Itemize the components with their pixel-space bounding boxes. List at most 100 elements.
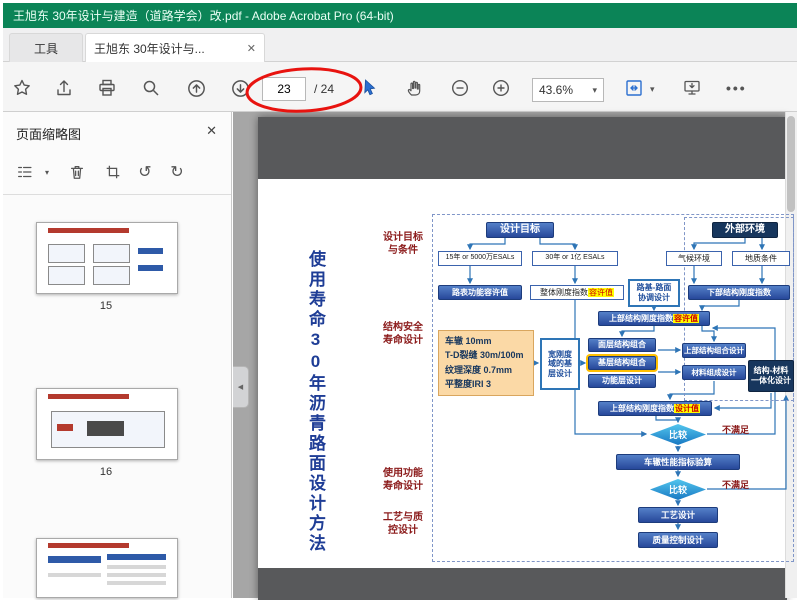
extract-pages-icon[interactable] [101, 160, 125, 184]
flow-diamond-compare-1: 比较 [650, 424, 706, 445]
flow-box-wide-stiffness-base: 宽刚度 域的基 层设计 [540, 338, 580, 390]
chevron-down-icon: ▾ [592, 84, 597, 95]
flow-box-process-design: 工艺设计 [638, 507, 718, 523]
thumbnail-preview [137, 265, 163, 271]
thumbnail-preview [48, 393, 130, 399]
page-thumbnail-16[interactable] [36, 388, 178, 460]
thumbnail-preview [48, 244, 86, 263]
rotate-right-icon[interactable]: ↻ [170, 164, 184, 181]
flow-box-surface-function: 路表功能容许值 [438, 285, 522, 300]
flow-box-design-goal: 设计目标 [486, 222, 554, 238]
thumbnail-page-number: 16 [99, 466, 113, 478]
highlight-design-value: 设计值 [674, 403, 700, 414]
share-icon[interactable] [50, 74, 78, 102]
page-thumbnail-17[interactable] [36, 538, 178, 598]
next-page-icon[interactable] [226, 74, 254, 102]
thumbnail-preview [107, 564, 166, 569]
flow-box-performance-specs: 车辙 10mm T-D裂缝 30m/100m 纹理深度 0.7mm 平整度IRI… [438, 330, 534, 396]
thumbnails-toolbar: ▾ ↺ ↻ [3, 150, 231, 195]
thumbnail-preview [107, 554, 166, 560]
panel-title: 页面缩略图 [16, 127, 82, 142]
zoom-level-select[interactable]: 43.6% ▾ [532, 78, 604, 102]
panel-collapse-handle[interactable]: ◀ [233, 366, 249, 408]
thumbnail-preview [56, 424, 74, 431]
presentation-mode-icon[interactable] [678, 74, 706, 102]
zoom-in-icon[interactable] [487, 74, 515, 102]
select-tool-icon[interactable] [356, 74, 384, 102]
flow-box-climate: 气候环境 [666, 251, 722, 266]
flow-box-upper-combo: 上部结构组合设计 [682, 343, 746, 358]
flow-box-upper-stiffness-design: 上部结构刚度指数设计值 [598, 401, 712, 416]
side-label-process-qc: 工艺与质 控设计 [383, 512, 423, 536]
thumbnail-preview [48, 543, 130, 549]
page-total-label: / 24 [314, 82, 335, 96]
thumbnail-preview [48, 266, 86, 286]
flow-box-esal-30: 30年 or 1亿 ESALs [532, 251, 618, 266]
tab-tools-label: 工具 [33, 41, 58, 56]
flow-label-not-satisfied-1: 不满足 [722, 425, 750, 435]
rotate-left-icon[interactable]: ↺ [138, 164, 152, 181]
print-icon[interactable] [93, 74, 121, 102]
window-title: 王旭东 30年设计与建造（道路学会）改.pdf - Adobe Acrobat … [13, 9, 394, 23]
flow-box-surface-combo: 面层结构组合 [588, 338, 656, 352]
tab-tools[interactable]: 工具 [9, 33, 83, 62]
flow-environment-frame [684, 217, 794, 401]
fit-page-icon[interactable] [620, 74, 648, 102]
flow-box-base-combo: 基层结构组合 [588, 356, 656, 370]
page-thumbnail-15[interactable] [36, 222, 178, 294]
thumbnail-preview [48, 556, 102, 564]
highlight-allowable: 容许值 [673, 313, 699, 324]
flow-box-subgrade-coordination: 路基-路面 协调设计 [628, 279, 680, 307]
zoom-out-icon[interactable] [446, 74, 474, 102]
highlight-allowable: 容许值 [588, 287, 614, 298]
slide-bottom-band [258, 568, 787, 600]
flow-box-external-env: 外部环境 [712, 222, 778, 238]
flow-box-rut-check: 车辙性能指标验算 [616, 454, 740, 470]
thumbnail-preview [107, 572, 166, 577]
thumbnail-preview [93, 244, 130, 263]
main-toolbar [3, 62, 797, 112]
tab-bar: 工具 王旭东 30年设计与... ✕ [3, 28, 797, 62]
thumbnail-preview [48, 227, 130, 233]
page-number-field [262, 77, 306, 101]
vertical-scrollbar-thumb[interactable] [787, 116, 795, 212]
side-label-design-goal: 设计目标 与条件 [383, 232, 423, 256]
tab-close-icon[interactable]: ✕ [246, 42, 256, 55]
side-label-structure-life: 结构安全 寿命设计 [383, 322, 423, 346]
thumbnail-preview [107, 580, 166, 585]
thumbnail-preview [48, 572, 102, 577]
more-tools-icon[interactable]: ••• [726, 80, 747, 96]
flow-box-functional-layer: 功能层设计 [588, 374, 656, 388]
flow-box-esal-15: 15年 or 5000万ESALs [438, 251, 522, 266]
page-number-input[interactable] [262, 77, 306, 101]
tab-document[interactable]: 王旭东 30年设计与... ✕ [85, 33, 265, 62]
flow-label-not-satisfied-2: 不满足 [722, 480, 750, 490]
thumbnail-options-chevron-icon[interactable]: ▾ [44, 167, 49, 177]
flow-box-lower-stiffness: 下部结构刚度指数 [688, 285, 790, 300]
title-bar: 王旭东 30年设计与建造（道路学会）改.pdf - Adobe Acrobat … [3, 3, 797, 28]
delete-page-icon[interactable] [65, 160, 89, 184]
flow-box-quality-control: 质量控制设计 [638, 532, 718, 548]
thumbnails-panel-header: 页面缩略图 ✕ [3, 118, 231, 146]
hand-tool-icon[interactable] [400, 74, 428, 102]
vertical-scrollbar[interactable] [785, 112, 797, 598]
thumbnail-options-icon[interactable] [13, 160, 37, 184]
search-icon[interactable] [137, 74, 165, 102]
slide-top-band [258, 117, 787, 179]
previous-page-icon[interactable] [182, 74, 210, 102]
panel-close-icon[interactable]: ✕ [206, 123, 217, 138]
zoom-level-value: 43.6% [539, 83, 574, 97]
flow-box-geology: 地质条件 [732, 251, 790, 266]
flow-box-material-design: 材料组成设计 [682, 365, 746, 380]
thumbnail-preview [93, 266, 130, 286]
thumbnail-preview [87, 420, 124, 436]
thumbnail-page-number: 15 [99, 300, 113, 312]
flow-box-overall-stiffness: 整体刚度指数容许值 [530, 285, 624, 300]
slide-vertical-title: 使用寿命30年沥青路面设计方法 [306, 250, 325, 554]
thumbnails-panel: 页面缩略图 ✕ ▾ ↺ ↻ 15 [3, 112, 232, 598]
fit-page-chevron-icon[interactable]: ▾ [650, 84, 655, 94]
star-icon[interactable] [8, 74, 36, 102]
flow-box-upper-stiffness-allowable: 上部结构刚度指数容许值 [598, 311, 710, 326]
flow-diamond-compare-2: 比较 [650, 479, 706, 500]
